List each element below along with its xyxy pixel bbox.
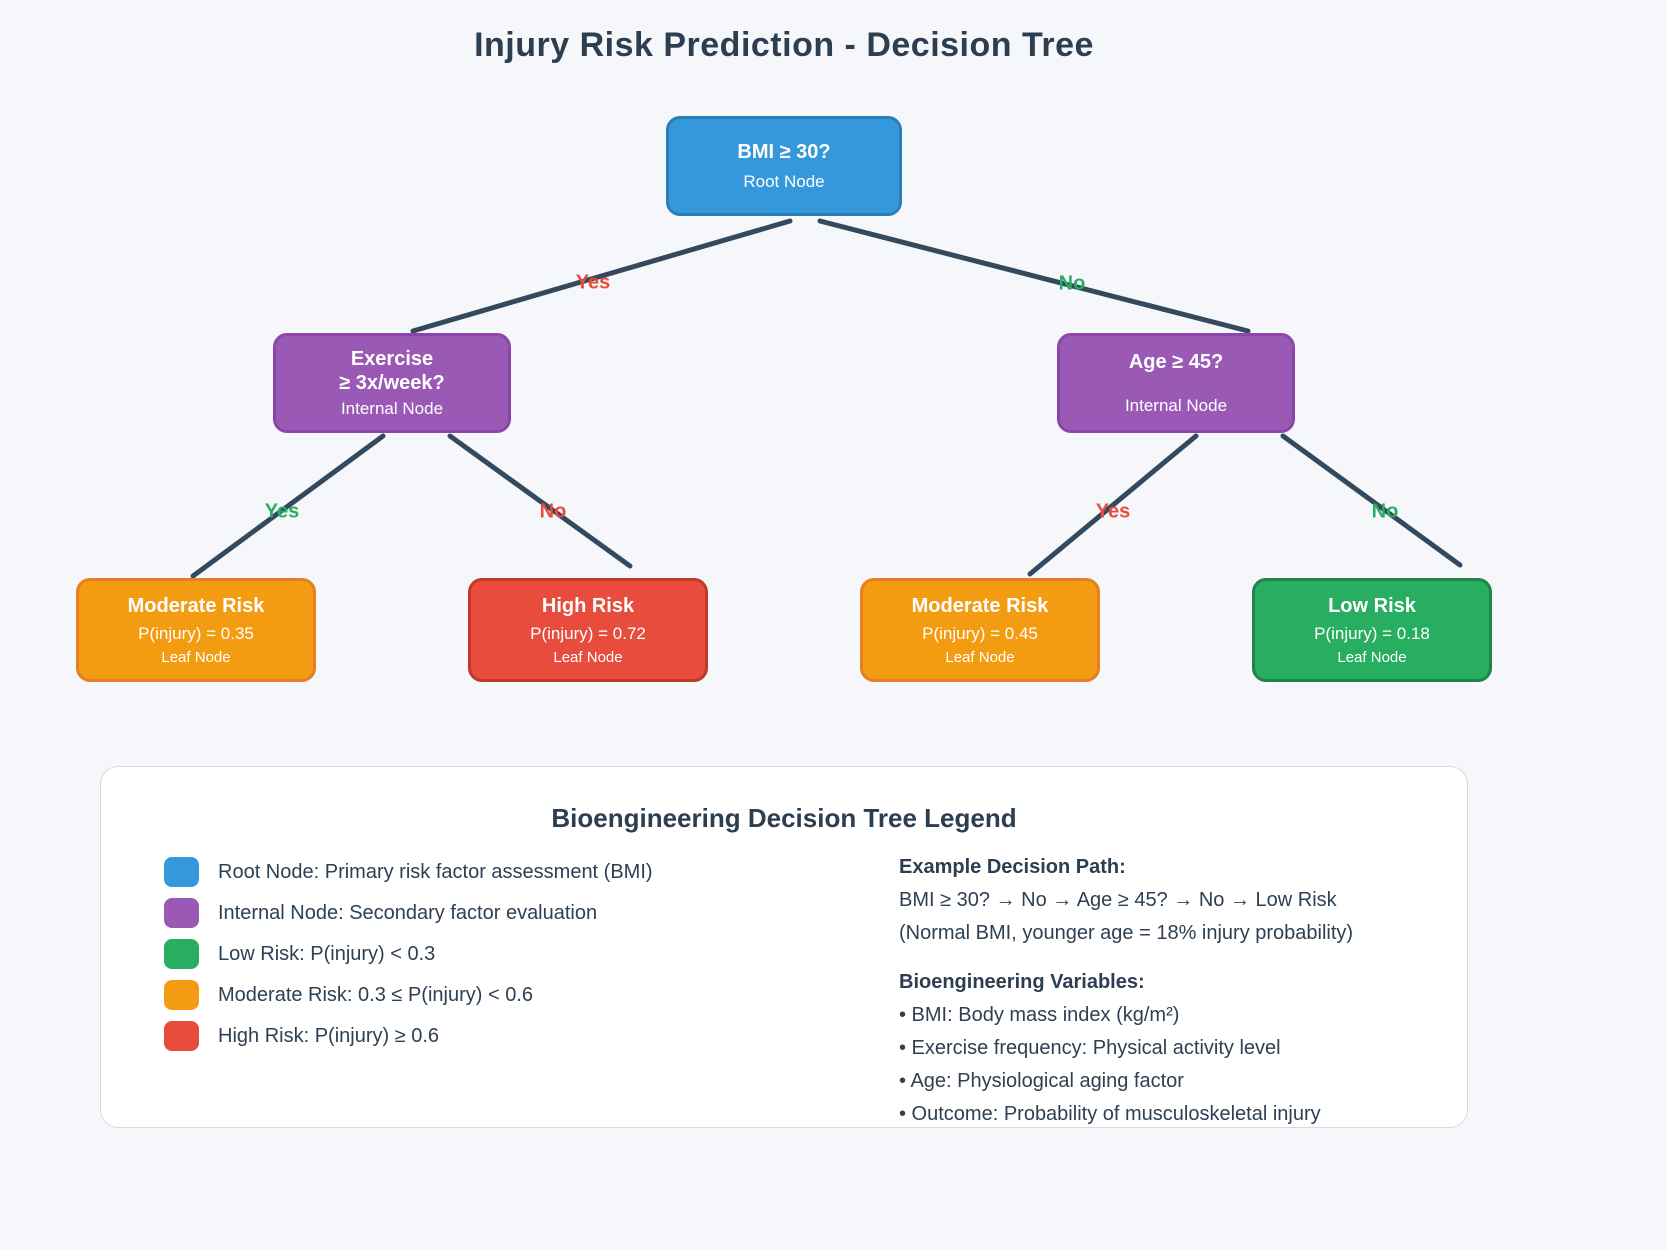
node-root-bmi: BMI ≥ 30? Root Node <box>666 116 902 216</box>
example-path-sequence: BMI ≥ 30? → No → Age ≥ 45? → No → Low Ri… <box>899 889 1337 911</box>
legend-notes: Example Decision Path: BMI ≥ 30? → No → … <box>899 851 1499 1131</box>
node-internal-age: Age ≥ 45? Internal Node <box>1057 333 1295 433</box>
edge-right-no <box>1280 433 1463 568</box>
node-root-type-label: Root Node <box>743 172 825 191</box>
edge-left-no <box>447 433 633 569</box>
legend-swatch-moderate-risk <box>164 980 199 1010</box>
edge-root-yes <box>410 218 793 334</box>
legend-swatch-low-risk <box>164 939 199 969</box>
node-age-question: Age ≥ 45? <box>1128 351 1224 373</box>
edge-right-yes <box>1027 433 1199 577</box>
leaf-type-label: Leaf Node <box>945 649 1015 666</box>
leaf-probability: P(injury) = 0.72 <box>530 624 646 643</box>
legend-item-label: High Risk: P(injury) ≥ 0.6 <box>218 1024 440 1047</box>
example-path-note: (Normal BMI, younger age = 18% injury pr… <box>899 922 1354 944</box>
node-age-type-label: Internal Node <box>1124 396 1228 415</box>
legend-item-root: Root Node: Primary risk factor assessmen… <box>164 857 653 887</box>
leaf-type-label: Leaf Node <box>161 649 231 666</box>
variable-item-age: • Age: Physiological aging factor <box>899 1070 1184 1092</box>
leaf-probability: P(injury) = 0.18 <box>1314 624 1430 643</box>
legend-item-label: Internal Node: Secondary factor evaluati… <box>218 901 598 924</box>
variables-heading: Bioengineering Variables: <box>899 971 1145 993</box>
legend-swatch-internal-node <box>164 898 199 928</box>
node-exercise-question-line1: Exercise <box>350 348 434 370</box>
leaf-title: High Risk <box>541 595 635 617</box>
edge-label-root-yes: Yes <box>575 271 611 294</box>
edge-label-root-no: No <box>1058 272 1086 295</box>
node-internal-exercise: Exercise ≥ 3x/week? Internal Node <box>273 333 511 433</box>
variable-item-exercise: • Exercise frequency: Physical activity … <box>899 1037 1281 1059</box>
leaf-probability: P(injury) = 0.35 <box>138 624 254 643</box>
variable-item-bmi: • BMI: Body mass index (kg/m²) <box>899 1004 1180 1026</box>
edge-label-left-no: No <box>539 500 567 523</box>
leaf-probability: P(injury) = 0.45 <box>922 624 1038 643</box>
legend-swatch-high-risk <box>164 1021 199 1051</box>
legend-panel: Bioengineering Decision Tree Legend Root… <box>100 766 1468 1128</box>
node-exercise-type-label: Internal Node <box>340 399 444 418</box>
leaf-title: Moderate Risk <box>911 595 1049 617</box>
leaf-title: Moderate Risk <box>127 595 265 617</box>
page-title: Injury Risk Prediction - Decision Tree <box>474 26 1094 64</box>
legend-item-moderate-risk: Moderate Risk: 0.3 ≤ P(injury) < 0.6 <box>164 980 653 1010</box>
legend-swatch-root-node <box>164 857 199 887</box>
legend-swatch-list: Root Node: Primary risk factor assessmen… <box>164 857 653 1062</box>
edge-label-right-no: No <box>1371 500 1399 523</box>
node-root-question: BMI ≥ 30? <box>737 141 831 163</box>
leaf-type-label: Leaf Node <box>1337 649 1407 666</box>
variable-item-outcome: • Outcome: Probability of musculoskeleta… <box>899 1103 1321 1125</box>
example-path-heading: Example Decision Path: <box>899 856 1126 878</box>
legend-item-high-risk: High Risk: P(injury) ≥ 0.6 <box>164 1021 653 1051</box>
node-exercise-question-line2: ≥ 3x/week? <box>339 372 445 394</box>
legend-item-label: Root Node: Primary risk factor assessmen… <box>218 860 653 883</box>
leaf-moderate-risk-035: Moderate Risk P(injury) = 0.35 Leaf Node <box>76 578 316 682</box>
edge-left-yes <box>190 433 386 579</box>
legend-item-low-risk: Low Risk: P(injury) < 0.3 <box>164 939 653 969</box>
edge-label-right-yes: Yes <box>1095 500 1131 523</box>
legend-item-label: Moderate Risk: 0.3 ≤ P(injury) < 0.6 <box>218 983 533 1006</box>
leaf-high-risk-072: High Risk P(injury) = 0.72 Leaf Node <box>468 578 708 682</box>
legend-heading: Bioengineering Decision Tree Legend <box>551 803 1017 833</box>
leaf-type-label: Leaf Node <box>553 649 623 666</box>
legend-item-internal: Internal Node: Secondary factor evaluati… <box>164 898 653 928</box>
edge-root-no <box>817 218 1251 334</box>
leaf-low-risk-018: Low Risk P(injury) = 0.18 Leaf Node <box>1252 578 1492 682</box>
edge-label-left-yes: Yes <box>264 500 300 523</box>
leaf-title: Low Risk <box>1328 595 1416 617</box>
leaf-moderate-risk-045: Moderate Risk P(injury) = 0.45 Leaf Node <box>860 578 1100 682</box>
legend-item-label: Low Risk: P(injury) < 0.3 <box>218 942 436 965</box>
